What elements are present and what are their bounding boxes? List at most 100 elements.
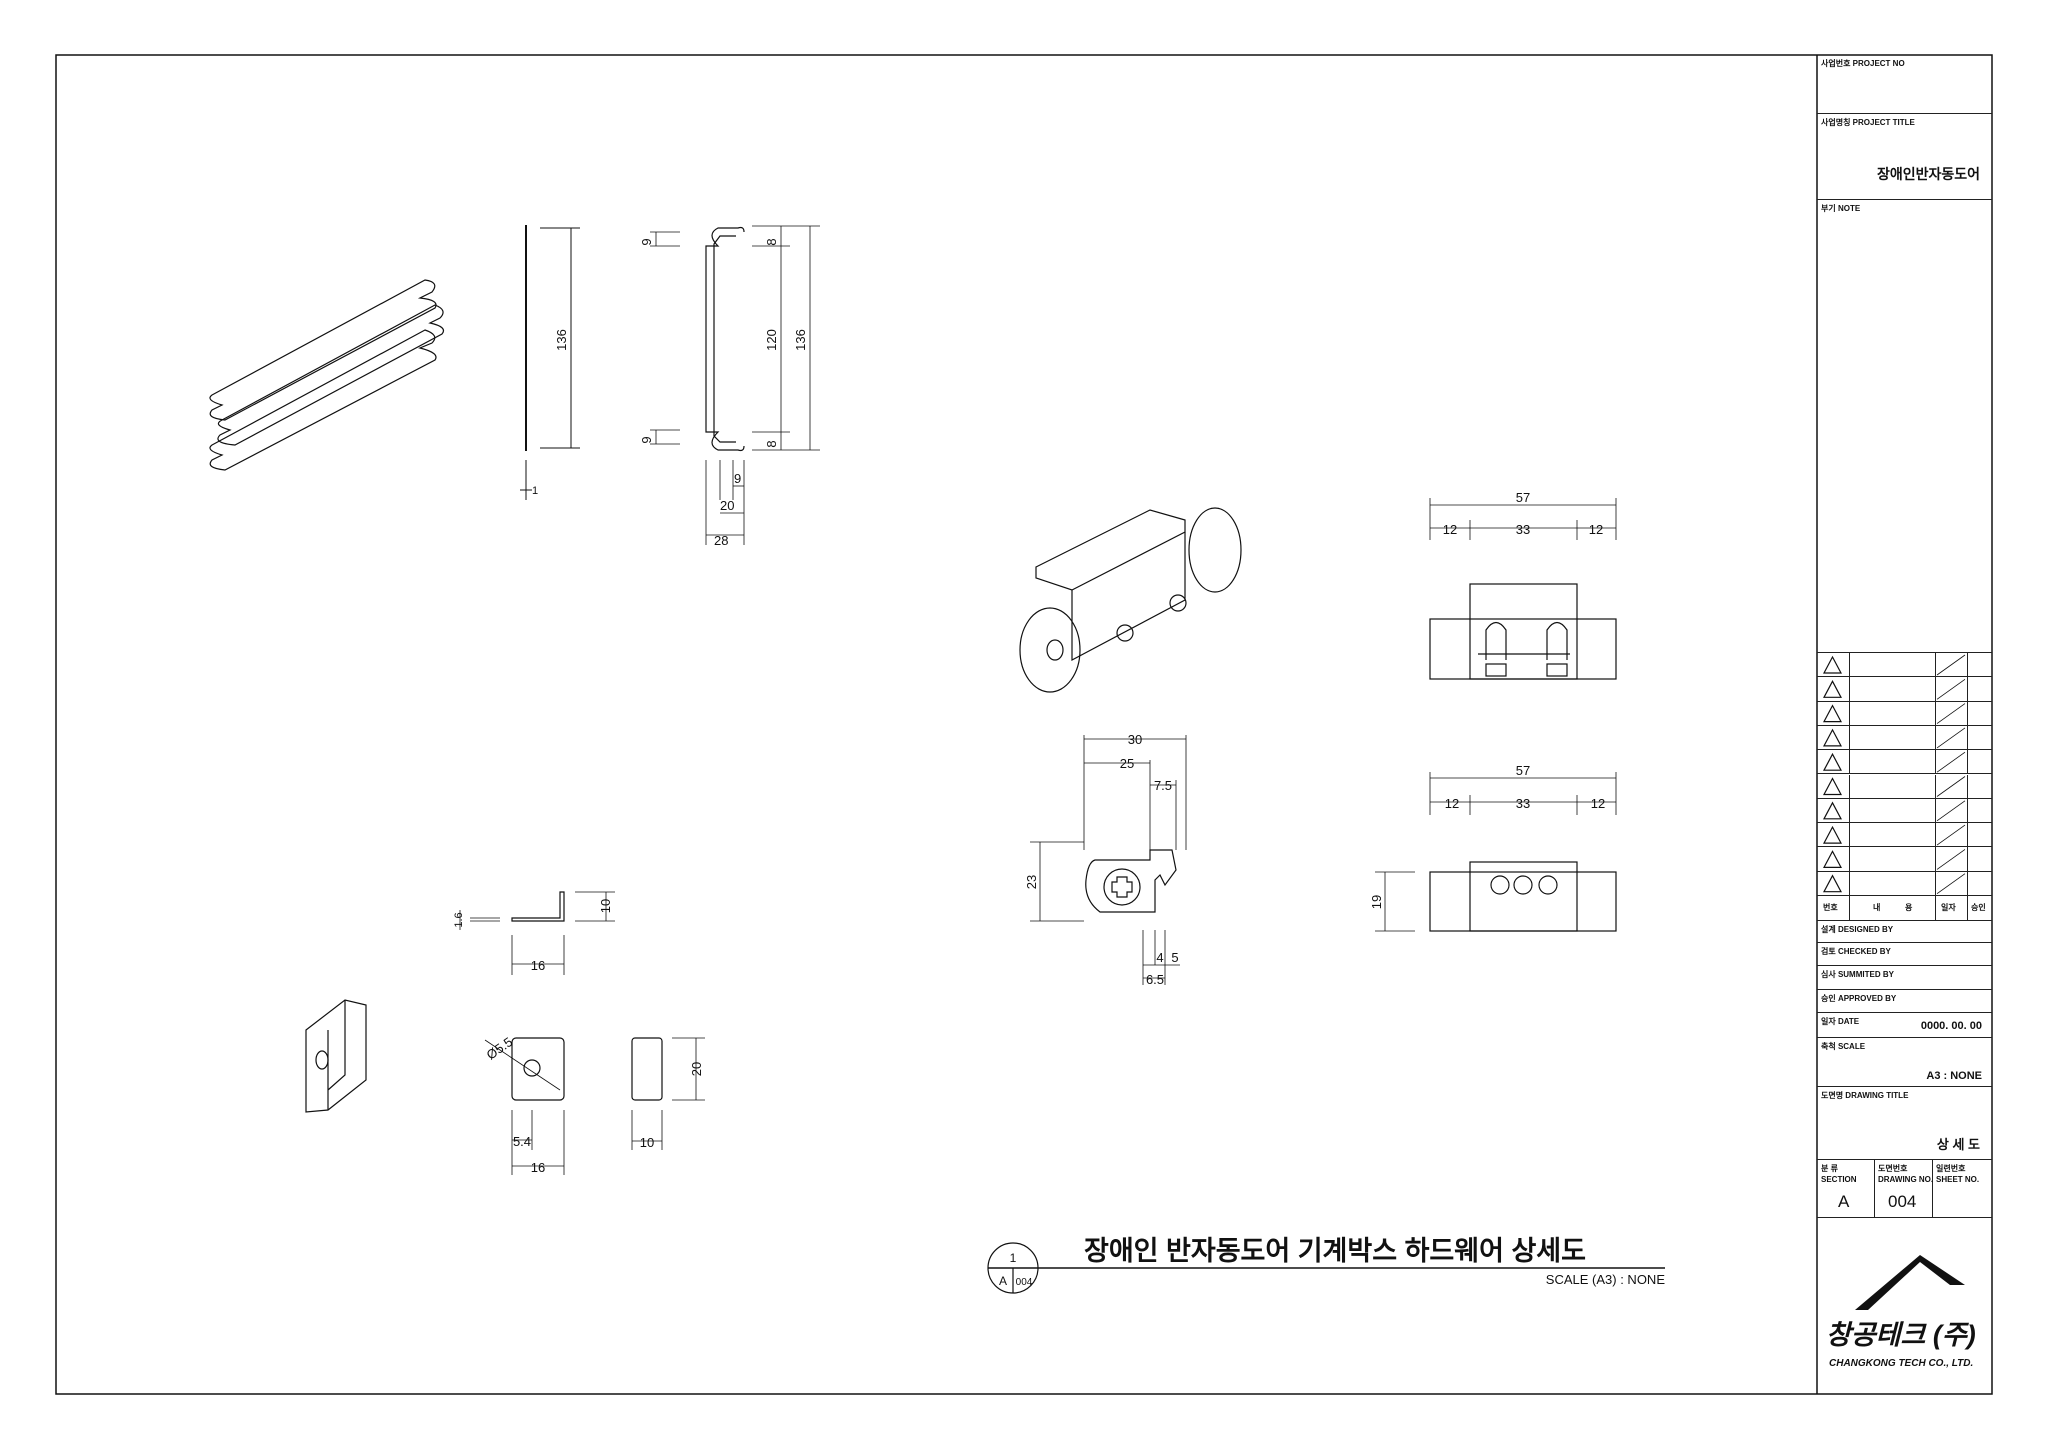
clip-front-view: 8 120 136 8 9 9 9 20 28 <box>639 225 820 548</box>
revision-slash <box>1936 849 1966 870</box>
detail-callout: 1 A 004 장애인 반자동도어 기계박스 하드웨어 상세도 SCALE (A… <box>987 1236 1665 1294</box>
dim-bracket-front-width: 16 <box>531 1160 545 1175</box>
dim-clip-hook-bottom: 9 <box>639 436 654 443</box>
revision-header: 번호 내 용 일자 승인 <box>1817 896 1992 921</box>
main-drawing-title: 장애인 반자동도어 기계박스 하드웨어 상세도 <box>1084 1236 1586 1266</box>
drawing-no-label: DRAWING NO. <box>1878 1175 1934 1184</box>
revision-slash <box>1936 751 1966 773</box>
roller-bottom-view: 57 12 33 12 19 <box>1369 763 1617 932</box>
revision-row <box>1817 774 1992 799</box>
rev-header-content-a: 내 <box>1873 903 1881 912</box>
dim-clip-end-bottom: 8 <box>764 440 779 447</box>
revision-row <box>1817 677 1992 702</box>
dim-roller-side-7-5: 7.5 <box>1154 778 1172 793</box>
dim-bracket-side-width: 10 <box>640 1135 654 1150</box>
revision-row <box>1817 750 1992 775</box>
section-value: A <box>1838 1192 1850 1211</box>
dim-roller-bottom-mid: 33 <box>1516 796 1530 811</box>
rev-header-date: 일자 <box>1941 903 1956 912</box>
revision-triangle-icon <box>1823 874 1842 893</box>
summited-by-cell: 심사 SUMMITED BY <box>1817 966 1992 990</box>
dim-bracket-side-height: 20 <box>689 1062 704 1076</box>
scale-label: 축척 SCALE <box>1821 1042 1866 1051</box>
rev-header-approve: 승인 <box>1971 903 1986 912</box>
scale-value: A3 : NONE <box>1926 1070 1982 1082</box>
revision-triangle-icon <box>1823 752 1842 771</box>
detail-sheet: 004 <box>1016 1277 1033 1288</box>
dim-roller-top-right: 12 <box>1589 522 1603 537</box>
dim-roller-bottom-overall: 57 <box>1516 763 1530 778</box>
revision-triangle-icon <box>1823 801 1842 820</box>
dim-clip-28: 28 <box>714 533 728 548</box>
dim-roller-bottom-left: 12 <box>1445 796 1459 811</box>
clip-iso-view <box>209 279 445 471</box>
company-name: 창공테크 (주) <box>1826 1320 1976 1350</box>
revision-slash <box>1936 678 1966 700</box>
sheet-no-label: SHEET NO. <box>1936 1175 1980 1184</box>
designed-by-cell: 설계 DESIGNED BY <box>1817 921 1992 943</box>
note-cell: 부기 NOTE <box>1817 200 1992 653</box>
dim-clip-overall: 136 <box>793 329 808 351</box>
detail-section: A <box>999 1274 1007 1288</box>
checked-by-label: 검토 CHECKED BY <box>1821 947 1891 956</box>
revision-slash <box>1936 776 1966 797</box>
revision-row <box>1817 798 1992 824</box>
rev-header-no: 번호 <box>1823 903 1838 912</box>
dim-clip-end-top: 8 <box>764 238 779 245</box>
revision-row <box>1817 701 1992 726</box>
scale-cell: 축척 SCALE A3 : NONE <box>1817 1038 1992 1087</box>
revision-triangle-icon <box>1823 680 1842 698</box>
drawing-title-label: 도면명 DRAWING TITLE <box>1821 1091 1909 1100</box>
dim-clip-thickness: 1 <box>532 485 538 497</box>
date-cell: 일자 DATE 0000. 00. 00 <box>1817 1013 1992 1038</box>
revision-triangle-icon <box>1823 777 1842 796</box>
company-logo-mark <box>1855 1255 1965 1310</box>
checked-by-cell: 검토 CHECKED BY <box>1817 943 1992 966</box>
revision-row <box>1817 653 1992 678</box>
dim-bracket-hole: Ø5.5 <box>484 1034 516 1062</box>
dim-bracket-hole-offset: 5.4 <box>513 1134 531 1149</box>
date-label: 일자 DATE <box>1821 1017 1860 1026</box>
sheet-border <box>55 54 1993 1395</box>
revision-slash <box>1936 654 1966 676</box>
dim-clip-9: 9 <box>734 471 741 486</box>
approved-by-label: 승인 APPROVED BY <box>1821 994 1897 1003</box>
revision-slash <box>1936 800 1966 822</box>
revision-row <box>1817 823 1992 848</box>
revision-row <box>1817 725 1992 751</box>
dim-roller-bottom-height: 19 <box>1369 895 1384 909</box>
drawing-title-cell: 도면명 DRAWING TITLE 상 세 도 <box>1817 1087 1992 1160</box>
dim-bracket-thickness: 1.6 <box>453 912 465 927</box>
rev-header-content-b: 용 <box>1905 903 1913 912</box>
revision-row <box>1817 871 1992 896</box>
drawing-no-label-ko: 도면번호 <box>1878 1164 1908 1173</box>
drawing-no-value: 004 <box>1888 1192 1917 1211</box>
dim-roller-side-4: 4 <box>1156 950 1163 965</box>
revision-slash <box>1936 703 1966 724</box>
project-title: 장애인반자동도어 <box>1876 166 1980 182</box>
revision-triangle-icon <box>1823 728 1842 747</box>
dim-roller-top-overall: 57 <box>1516 490 1530 505</box>
clip-side-view: 136 1 <box>520 225 580 500</box>
dim-roller-side-height: 23 <box>1024 875 1039 889</box>
designed-by-label: 설계 DESIGNED BY <box>1821 925 1894 934</box>
dim-clip-side-height: 136 <box>554 329 569 351</box>
dim-clip-20: 20 <box>720 498 734 513</box>
project-no-label: 사업번호 PROJECT NO <box>1821 59 1905 68</box>
dim-bracket-height: 10 <box>598 899 613 913</box>
revision-row <box>1817 847 1992 872</box>
project-no-cell: 사업번호 PROJECT NO <box>1817 55 1992 114</box>
revision-triangle-icon <box>1823 655 1842 674</box>
dim-roller-side-6-5: 6.5 <box>1146 972 1164 987</box>
dim-roller-top-left: 12 <box>1443 522 1457 537</box>
revision-slash <box>1936 727 1966 749</box>
revision-triangle-icon <box>1823 704 1842 723</box>
dim-roller-side-30: 30 <box>1128 732 1142 747</box>
section-label: SECTION <box>1821 1175 1857 1184</box>
dim-roller-bottom-right: 12 <box>1591 796 1605 811</box>
summited-by-label: 심사 SUMMITED BY <box>1821 970 1894 979</box>
detail-number: 1 <box>1010 1251 1017 1265</box>
approved-by-cell: 승인 APPROVED BY <box>1817 990 1992 1013</box>
dim-roller-top-mid: 33 <box>1516 522 1530 537</box>
